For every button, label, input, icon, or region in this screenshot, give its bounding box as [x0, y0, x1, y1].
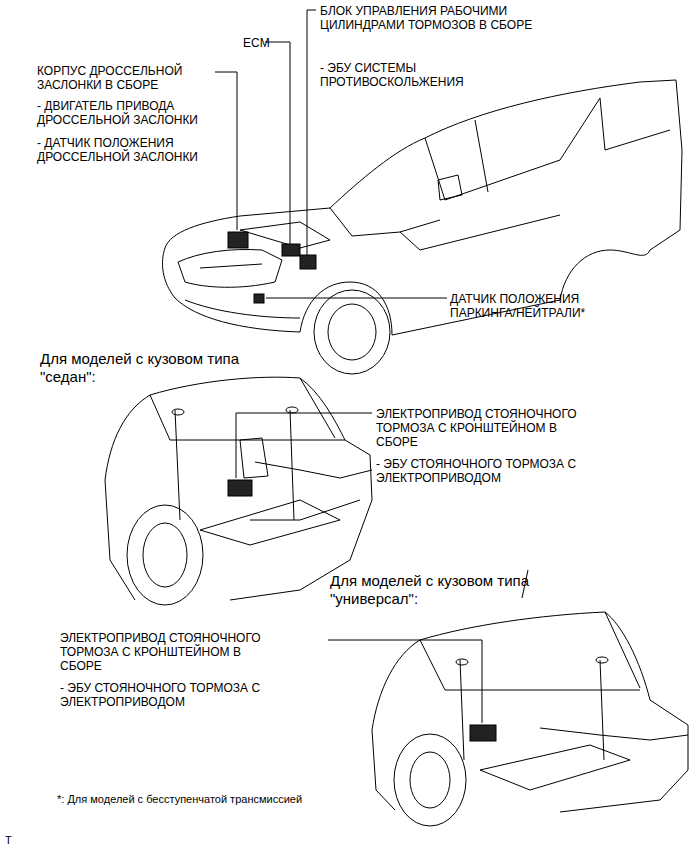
footnote: *: Для моделей с бесступенчатой трансмис… [57, 793, 302, 806]
part-label: ЭЛЕКТРОПРИВОД СТОЯНОЧНОГО ТОРМОЗА С КРОН… [60, 631, 280, 673]
sedan-car [105, 377, 372, 605]
section-heading: Для моделей с кузовом типа "седан": [40, 350, 290, 385]
part-label: БЛОК УПРАВЛЕНИЯ РАБОЧИМИ ЦИЛИНДРАМИ ТОРМ… [320, 4, 535, 32]
wagon-car [372, 570, 688, 826]
part-label: - ДАТЧИК ПОЛОЖЕНИЯ ДРОССЕЛЬНОЙ ЗАСЛОНКИ [37, 136, 227, 164]
part-label: - ЭБУ СИСТЕМЫ ПРОТИВОСКОЛЬЖЕНИЯ [320, 61, 535, 89]
page-mark: T [5, 834, 12, 847]
part-label: ECM [243, 36, 270, 50]
part-label: ДАТЧИК ПОЛОЖЕНИЯ ПАРКИНГА/НЕЙТРАЛИ* [450, 292, 630, 320]
part-label: - ДВИГАТЕЛЬ ПРИВОДА ДРОССЕЛЬНОЙ ЗАСЛОНКИ [37, 99, 227, 127]
part-label: - ЭБУ СТОЯНОЧНОГО ТОРМОЗА С ЭЛЕКТРОПРИВО… [60, 681, 280, 709]
part-label: ЭЛЕКТРОПРИВОД СТОЯНОЧНОГО ТОРМОЗА С КРОН… [376, 407, 596, 449]
part-label: - ЭБУ СТОЯНОЧНОГО ТОРМОЗА С ЭЛЕКТРОПРИВО… [376, 457, 596, 485]
section-heading: Для моделей с кузовом типа "универсал": [330, 572, 600, 607]
front-car [162, 80, 682, 374]
part-label: КОРПУС ДРОССЕЛЬНОЙ ЗАСЛОНКИ В СБОРЕ [37, 64, 215, 92]
